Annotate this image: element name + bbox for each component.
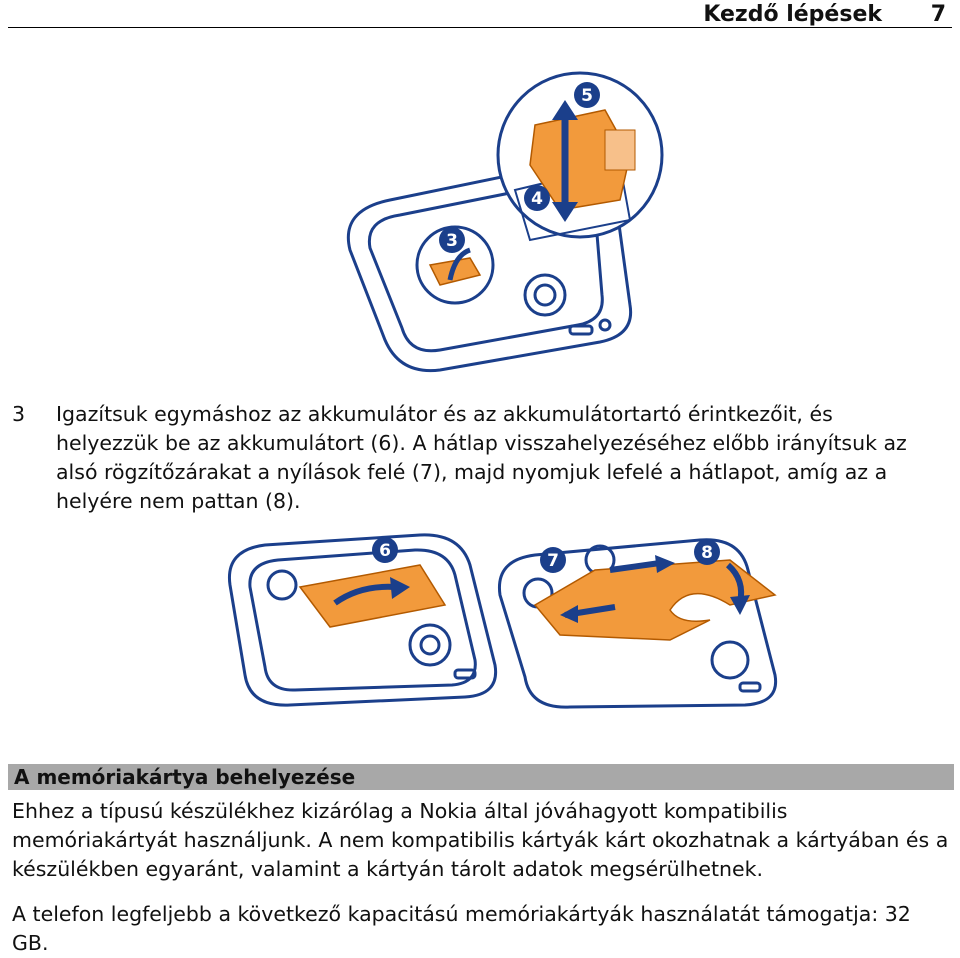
page-header: Kezdő lépések 7 [0, 0, 960, 32]
svg-text:5: 5 [581, 86, 593, 106]
svg-text:3: 3 [446, 231, 458, 251]
callout-5-icon: 5 [574, 82, 600, 108]
sim-slot-zoom-small [415, 225, 495, 305]
svg-text:8: 8 [701, 543, 713, 563]
callout-7-icon: 7 [540, 547, 566, 573]
section-heading-bar: A memóriakártya behelyezése [8, 764, 954, 790]
sim-insertion-illustration: 5 4 3 [346, 71, 664, 373]
section-title: Kezdő lépések [703, 2, 882, 27]
back-cover-illustration: 7 8 [497, 538, 778, 709]
callout-6-icon: 6 [372, 537, 398, 563]
callout-8-icon: 8 [694, 539, 720, 565]
header-rule [8, 27, 952, 28]
svg-text:4: 4 [531, 189, 543, 209]
step-text: Igazítsuk egymáshoz az akkumulátor és az… [56, 402, 907, 513]
page-number: 7 [930, 2, 946, 27]
step-number: 3 [12, 402, 26, 426]
callout-4-icon: 4 [524, 185, 550, 211]
paragraph-compatibility: Ehhez a típusú készülékhez kizárólag a N… [12, 799, 949, 881]
battery-insertion-illustration: 6 [227, 533, 498, 707]
svg-text:6: 6 [379, 541, 391, 561]
paragraph-capacity: A telefon legfeljebb a következő kapacit… [12, 902, 911, 955]
section-heading: A memóriakártya behelyezése [14, 765, 356, 789]
svg-text:7: 7 [547, 551, 559, 571]
callout-3-icon: 3 [439, 227, 465, 253]
